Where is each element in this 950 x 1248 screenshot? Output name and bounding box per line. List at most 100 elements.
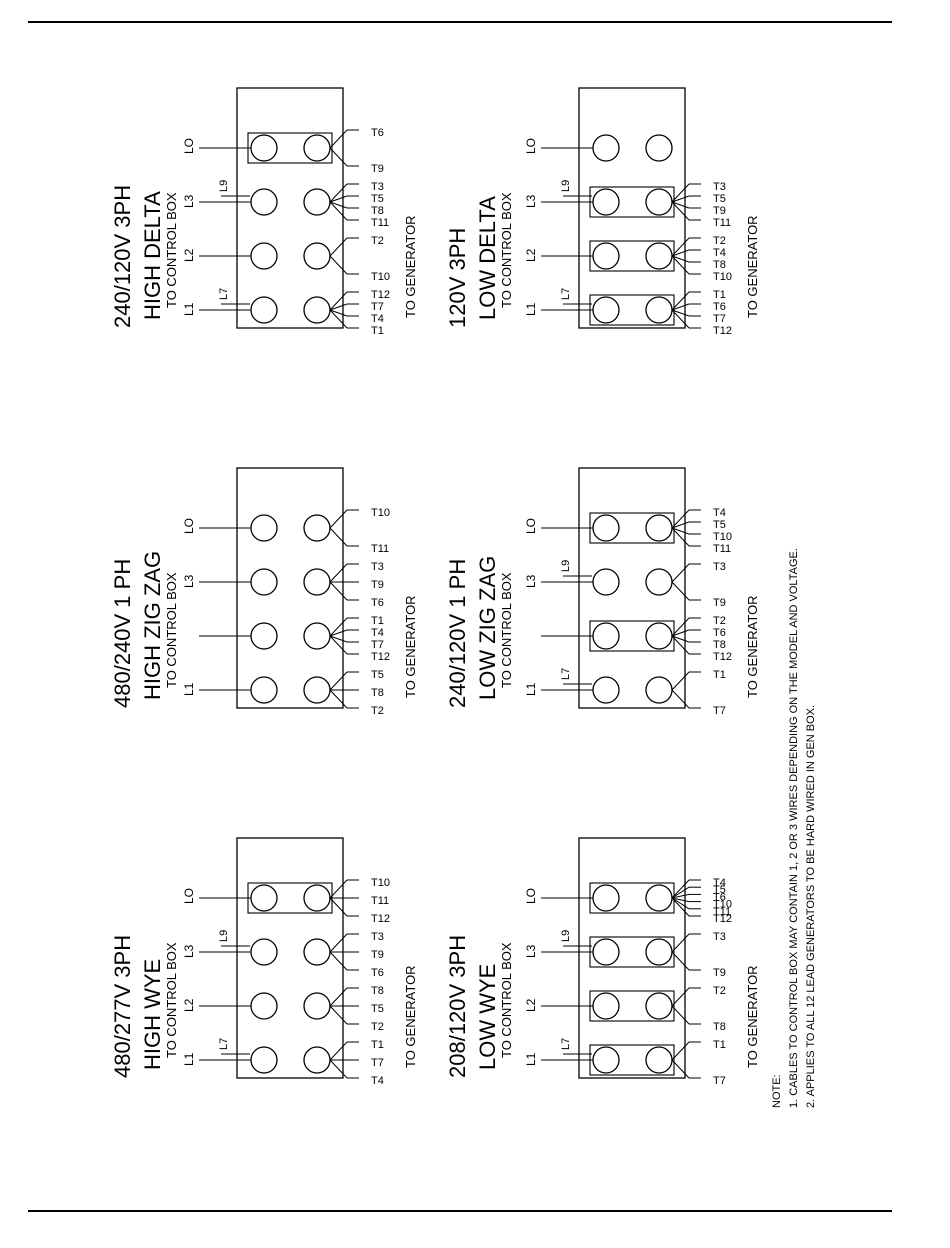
terminal-stud (592, 568, 620, 596)
lead-label: T9 (713, 967, 726, 979)
lead-label: T9 (713, 205, 726, 217)
terminal-stud (303, 1046, 331, 1074)
terminal-stud (303, 884, 331, 912)
lead-label: T12 (371, 913, 390, 925)
lead-label: T5 (371, 1003, 384, 1015)
diagram-subtitle: LOW DELTA (475, 196, 500, 320)
lead-label: T11 (371, 543, 389, 555)
generator-lead (329, 987, 348, 1007)
line-label: LO (524, 518, 538, 534)
lead-label: T1 (713, 669, 726, 681)
generator-lead (671, 689, 690, 709)
diagram-subtitle: LOW WYE (475, 964, 500, 1070)
side-lead-label: L7 (560, 668, 572, 680)
lead-label: T3 (371, 561, 384, 573)
generator-lead (671, 1059, 690, 1079)
terminal-stud (303, 188, 331, 216)
lead-label: T5 (713, 193, 726, 205)
lead-label: T7 (713, 313, 726, 325)
side-lead-label: L9 (218, 180, 230, 192)
terminal-stud (645, 676, 673, 704)
diagram-subtitle: HIGH DELTA (140, 191, 165, 320)
terminal-stud (303, 938, 331, 966)
generator-lead (329, 237, 348, 257)
bottom-rule (28, 1210, 892, 1212)
terminal-stud (250, 884, 278, 912)
generator-lead (329, 195, 348, 203)
diagram-title: 208/120V 3PH (445, 935, 470, 1078)
generator-lead (329, 309, 348, 329)
lead-label: T5 (713, 519, 726, 531)
terminal-stud (592, 938, 620, 966)
lead-label: T9 (713, 597, 726, 609)
generator-lead (671, 521, 690, 529)
generator-lead (329, 527, 348, 547)
generator-lead (671, 291, 690, 311)
terminal-stud (645, 296, 673, 324)
terminal-box (578, 837, 686, 1079)
generator-lead (671, 527, 690, 535)
lead-label: T3 (371, 181, 384, 193)
generator-lead (671, 987, 690, 1007)
terminal-stud (303, 676, 331, 704)
generator-lead (329, 635, 348, 643)
lead-label: T7 (371, 1057, 384, 1069)
generator-lead (329, 309, 348, 317)
terminal-stud (303, 622, 331, 650)
generator-lead (671, 303, 690, 311)
generator-lead (329, 201, 348, 221)
to-generator-label: TO GENERATOR (403, 965, 418, 1068)
generator-lead (671, 309, 690, 329)
lead-label: T4 (371, 313, 384, 325)
diagram-title: 240/120V 3PH (110, 185, 135, 328)
lead-label: T6 (713, 301, 726, 313)
line-label: L3 (524, 194, 538, 208)
line-label: L1 (182, 302, 196, 316)
generator-lead (329, 291, 348, 311)
terminal-box (578, 467, 686, 709)
to-control-box-label: TO CONTROL BOX (164, 192, 179, 308)
lead-label: T11 (371, 895, 389, 907)
lead-label: T4 (371, 1075, 384, 1087)
terminal-stud (592, 134, 620, 162)
to-generator-label: TO GENERATOR (403, 595, 418, 698)
terminal-stud (645, 188, 673, 216)
generator-lead (329, 201, 348, 209)
to-generator-label: TO GENERATOR (403, 215, 418, 318)
terminal-stud (250, 992, 278, 1020)
lead-label: T1 (371, 615, 384, 627)
terminal-stud (250, 568, 278, 596)
lead-label: T10 (371, 877, 390, 889)
generator-lead (671, 886, 690, 899)
lead-label: T11 (371, 217, 389, 229)
terminal-stud (592, 514, 620, 542)
terminal-stud (303, 296, 331, 324)
lead-label: T8 (713, 259, 726, 271)
terminal-stud (592, 992, 620, 1020)
diagram-title: 240/120V 1 PH (445, 559, 470, 708)
generator-lead (329, 617, 348, 637)
generator-lead (329, 689, 348, 709)
terminal-stud (645, 514, 673, 542)
generator-lead (329, 581, 348, 601)
lead-label: T9 (371, 163, 384, 175)
terminal-box (236, 837, 344, 1079)
lead-label: T5 (371, 669, 384, 681)
terminal-stud (250, 134, 278, 162)
lead-label: T7 (713, 1075, 726, 1087)
line-label: L3 (182, 194, 196, 208)
lead-label: T7 (713, 705, 726, 717)
terminal-stud (645, 622, 673, 650)
terminal-stud (250, 188, 278, 216)
